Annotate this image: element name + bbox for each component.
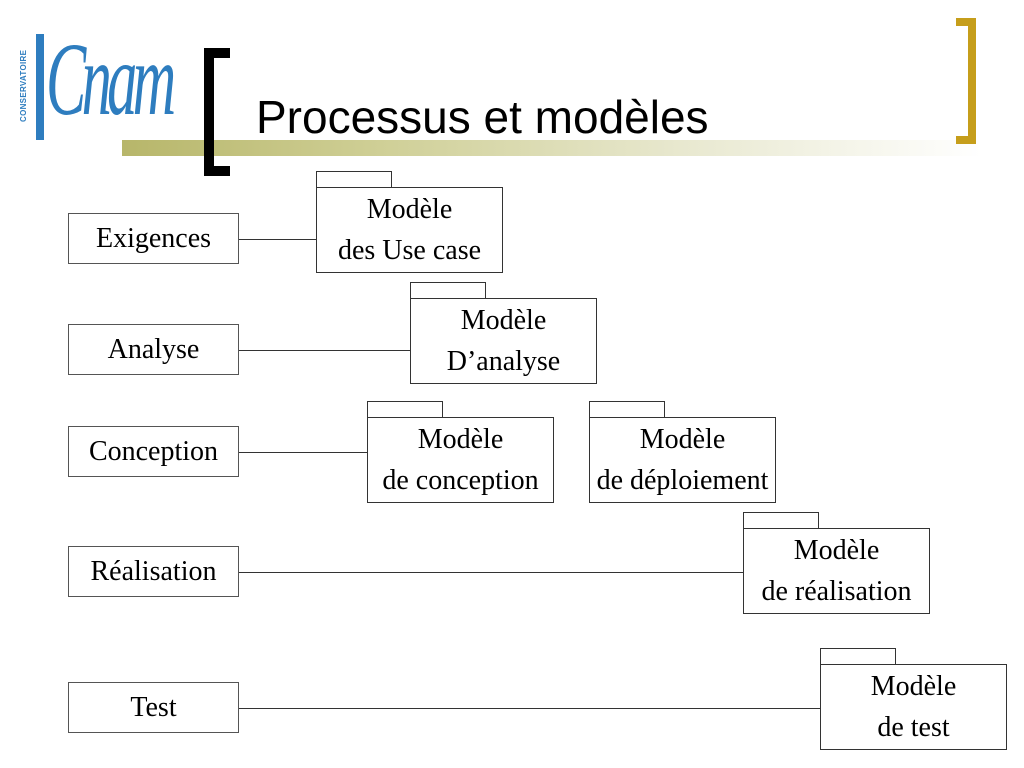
model-line1: Modèle — [417, 424, 504, 455]
cnam-logo: CONSERVATOIRE NATIONAL Cnam — [8, 14, 198, 140]
connector-exigences — [239, 239, 316, 240]
model-line2: des Use case — [337, 235, 482, 266]
package-tab — [316, 171, 392, 187]
phase-realisation: Réalisation — [68, 546, 239, 597]
model-analyse: Modèle D’analyse — [410, 298, 597, 384]
model-realisation: Modèle de réalisation — [743, 528, 930, 614]
logo-bar — [36, 34, 44, 140]
left-bracket — [204, 48, 230, 176]
right-bracket — [956, 18, 976, 144]
connector-analyse — [239, 350, 410, 351]
model-line1: Modèle — [793, 535, 880, 566]
model-conception: Modèle de conception — [367, 417, 554, 503]
page-title: Processus et modèles — [256, 91, 709, 143]
logo-wordmark: Cnam — [46, 22, 176, 137]
logo-vertical-text: CONSERVATOIRE NATIONAL — [19, 49, 44, 123]
model-line2: de déploiement — [596, 465, 769, 496]
package-tab — [589, 401, 665, 417]
phase-analyse: Analyse — [68, 324, 239, 375]
model-line2: de conception — [382, 465, 539, 496]
model-line1: Modèle — [639, 424, 726, 455]
model-line1: Modèle — [870, 671, 957, 702]
connector-realisation — [239, 572, 743, 573]
model-deploiement: Modèle de déploiement — [589, 417, 776, 503]
model-line2: de test — [877, 712, 950, 743]
model-use-case: Modèle des Use case — [316, 187, 503, 273]
phase-conception: Conception — [68, 426, 239, 477]
phase-exigences: Exigences — [68, 213, 239, 264]
model-line1: Modèle — [366, 194, 453, 225]
title-underline-band — [122, 140, 982, 156]
package-tab — [410, 282, 486, 298]
phase-test: Test — [68, 682, 239, 733]
connector-test — [239, 708, 820, 709]
package-tab — [820, 648, 896, 664]
package-tab — [743, 512, 819, 528]
connector-conception — [239, 452, 367, 453]
package-tab — [367, 401, 443, 417]
model-line2: D’analyse — [446, 346, 561, 377]
model-test: Modèle de test — [820, 664, 1007, 750]
model-line2: de réalisation — [761, 576, 912, 607]
model-line1: Modèle — [460, 305, 547, 336]
